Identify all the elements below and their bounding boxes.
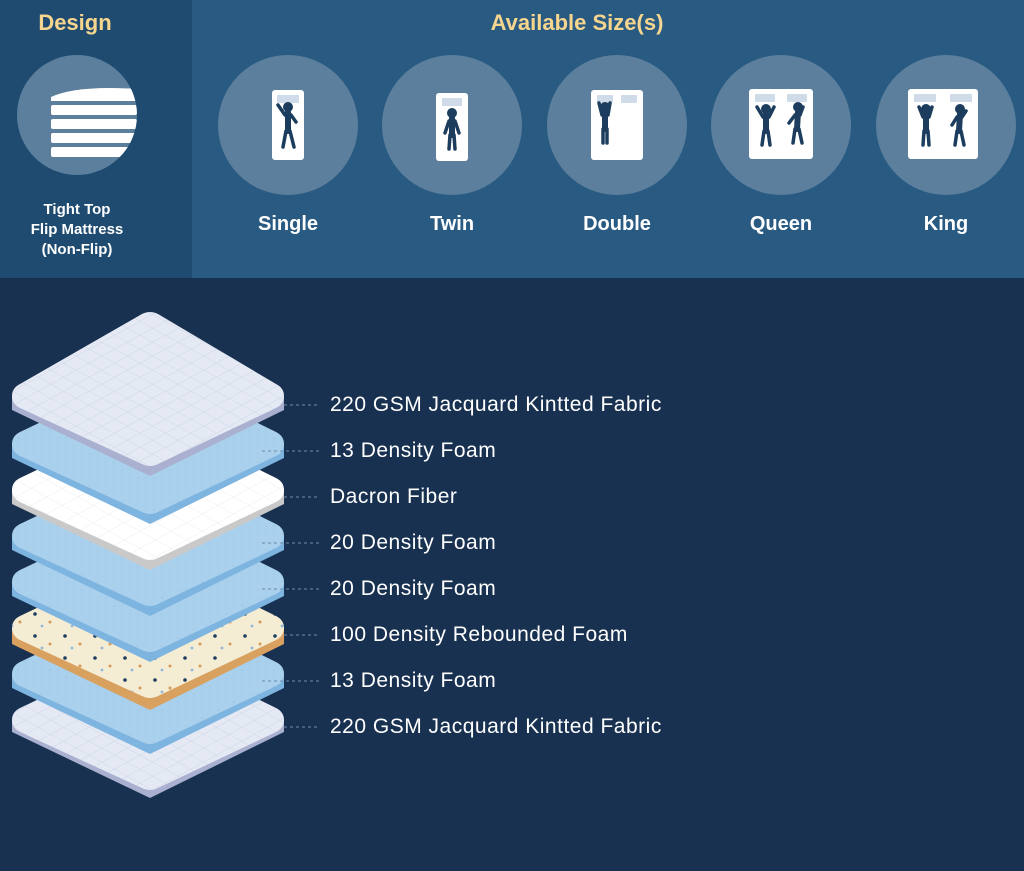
size-label: Double (583, 213, 651, 235)
size-label: Queen (749, 213, 813, 235)
size-single: Single (218, 55, 358, 255)
design-caption-line: Flip Mattress (30, 221, 124, 238)
double-bed-icon (547, 55, 687, 195)
layer-label: 100 Density Rebounded Foam (330, 623, 628, 646)
queen-bed-icon (711, 55, 851, 195)
size-double: Double (547, 55, 687, 255)
layer-label: 13 Density Foam (330, 669, 497, 692)
layer-label: 220 GSM Jacquard Kintted Fabric (330, 715, 662, 738)
design-caption: Tight Top Flip Mattress (Non-Flip) (12, 200, 142, 260)
layer-label: 20 Density Foam (330, 577, 497, 600)
twin-bed-icon (382, 55, 522, 195)
single-bed-icon (218, 55, 358, 195)
design-caption-line: (Non-Flip) (41, 241, 113, 258)
size-label: King (923, 213, 969, 235)
design-panel: Design Tight Top Flip Mattress (Non-Flip… (0, 0, 192, 278)
size-label: Twin (429, 213, 475, 235)
design-caption-line: Tight Top (43, 201, 111, 218)
sizes-title: Available Size(s) (490, 10, 664, 35)
mattress-layers-illustration (12, 312, 320, 798)
size-label: Single (257, 213, 318, 235)
layer-label: 20 Density Foam (330, 531, 497, 554)
size-queen: Queen (711, 55, 851, 255)
mattress-stack-icon (17, 55, 137, 175)
layer-label: 13 Density Foam (330, 439, 497, 462)
size-twin: Twin (382, 55, 522, 255)
layer-label: 220 GSM Jacquard Kintted Fabric (330, 393, 662, 416)
king-bed-icon (876, 55, 1016, 195)
design-title: Design (38, 10, 112, 35)
layer-label: Dacron Fiber (330, 485, 458, 508)
size-king: King (876, 55, 1016, 255)
